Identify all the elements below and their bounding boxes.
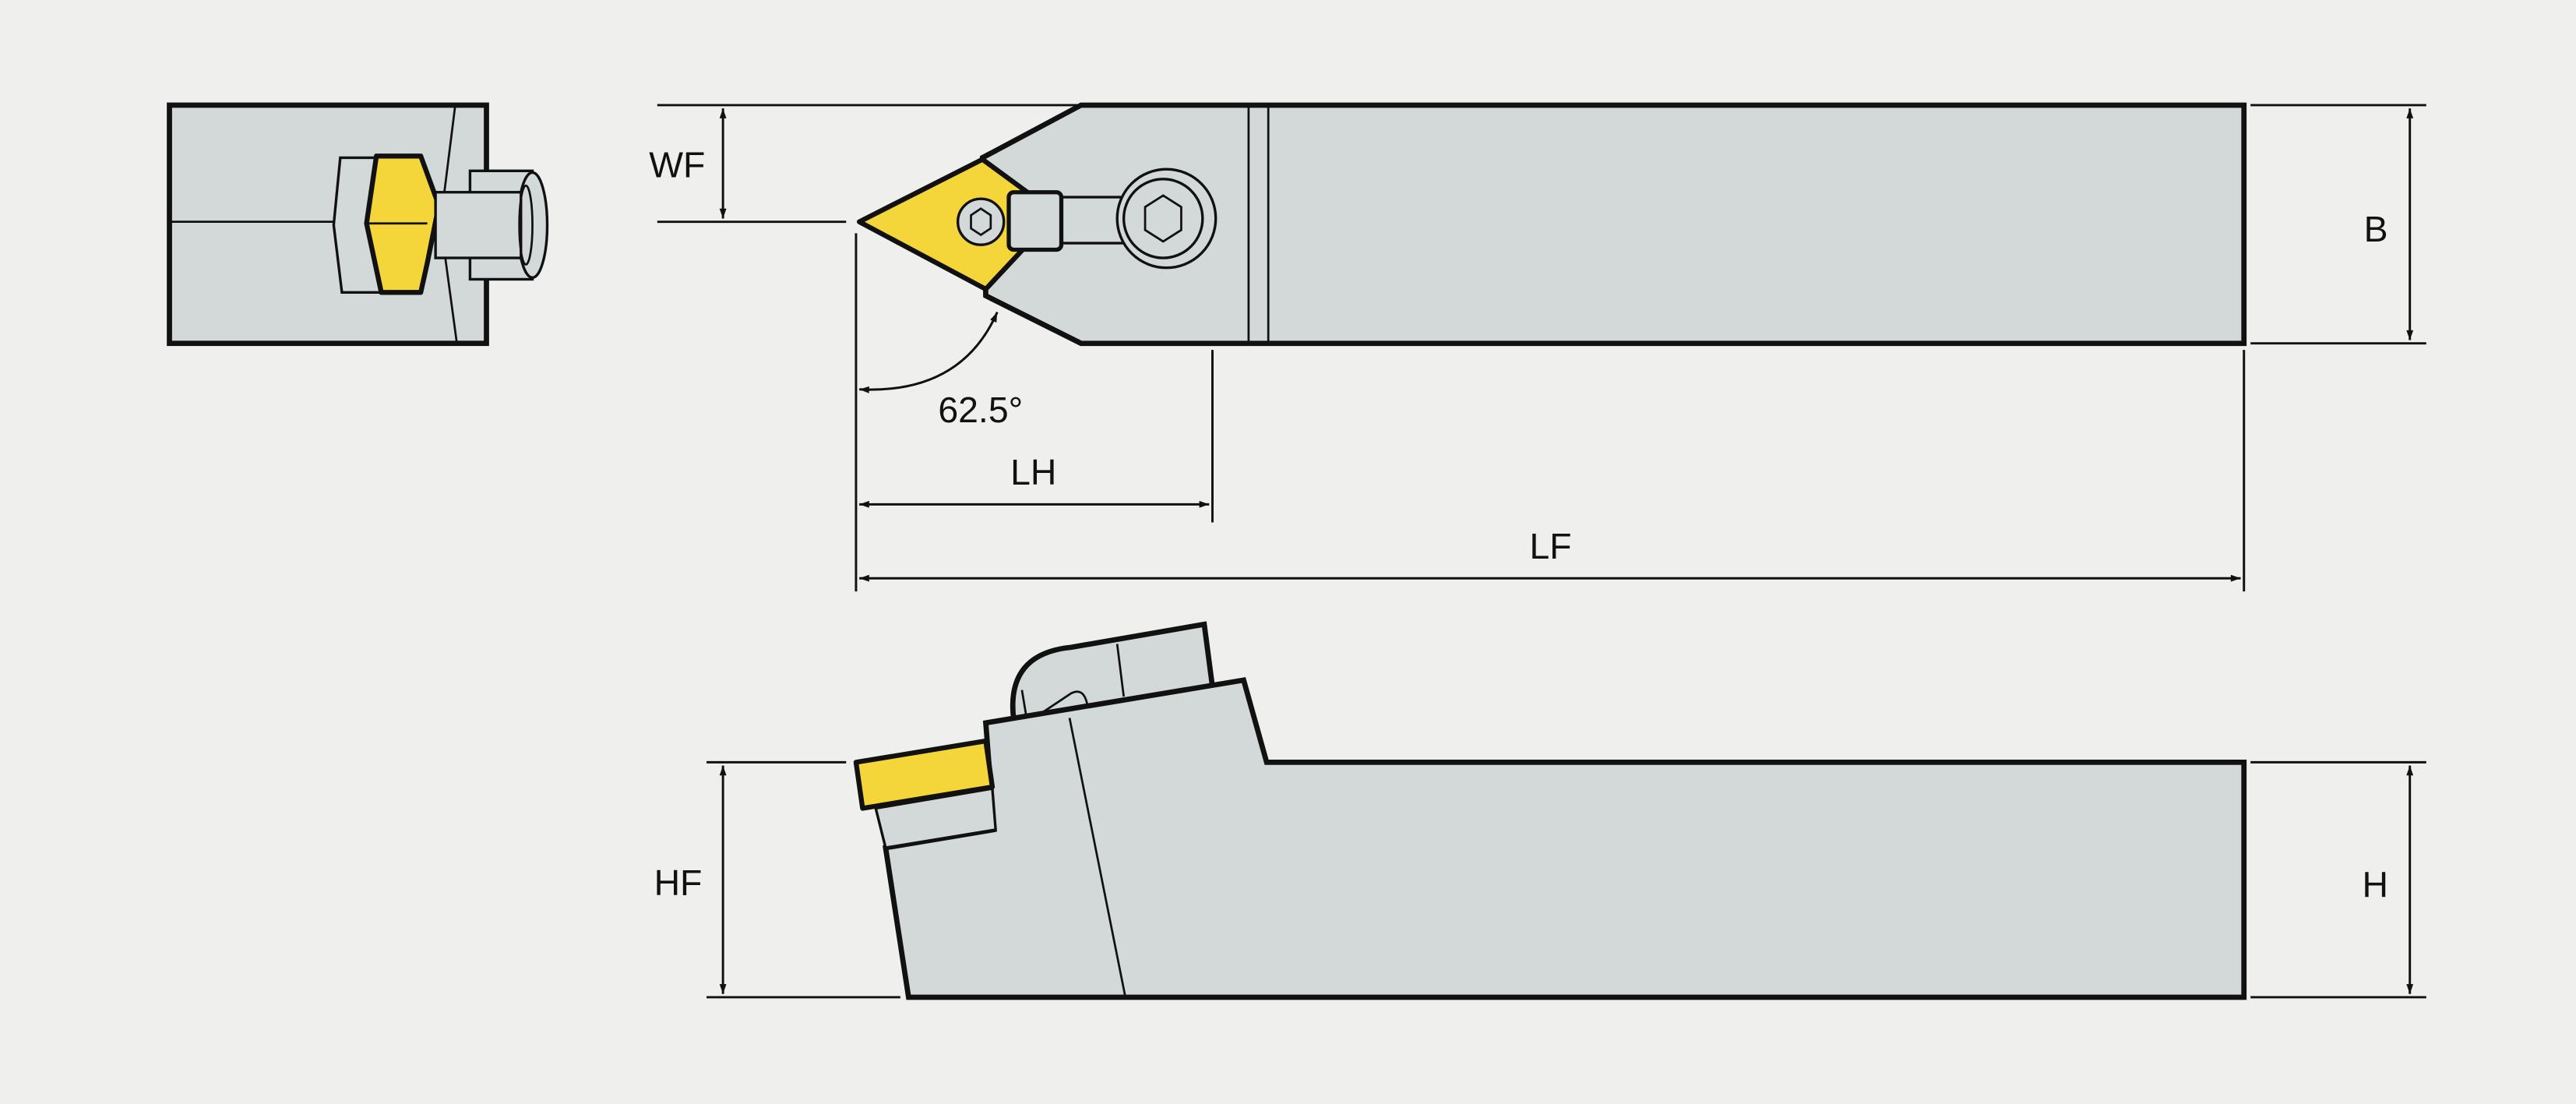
label-angle: 62.5° [938,390,1023,430]
dimension-labels: WF B 62.5° LH LF HF H [649,145,2388,905]
label-hf: HF [654,862,703,903]
end-view [167,102,549,347]
label-lh: LH [1010,452,1056,492]
insert-side-view [853,738,996,811]
side-view [853,621,2247,1000]
label-b: B [2364,209,2388,249]
dimension-lines [657,104,2426,999]
label-wf: WF [649,145,705,185]
top-view [856,102,2247,347]
label-lf: LF [1529,526,1571,566]
label-h: H [2363,864,2389,905]
